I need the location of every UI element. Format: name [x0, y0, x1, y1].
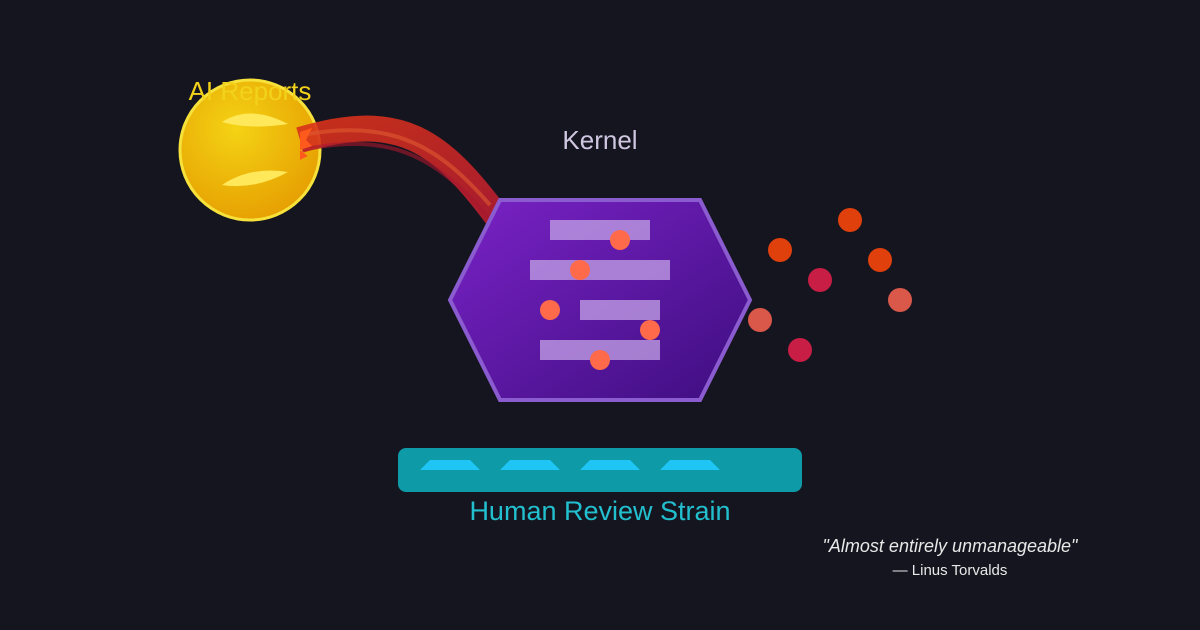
- bug-dot: [838, 208, 862, 232]
- kernel-node: [447, 198, 753, 402]
- review-slot: [580, 460, 640, 470]
- code-line: [530, 260, 670, 280]
- kernel-label: Kernel: [562, 125, 637, 155]
- bug-dot: [610, 230, 630, 250]
- code-line: [580, 300, 660, 320]
- bug-dot: [640, 320, 660, 340]
- quote-text: "Almost entirely unmanageable": [823, 536, 1080, 556]
- review-slot: [660, 460, 720, 470]
- human-review-label: Human Review Strain: [469, 496, 730, 526]
- sun-highlight-top: [222, 113, 288, 127]
- bug-dot: [808, 268, 832, 292]
- bug-dot: [540, 300, 560, 320]
- bug-dot: [888, 288, 912, 312]
- review-slot: [420, 460, 480, 470]
- review-bar: [398, 448, 802, 492]
- bug-dot: [768, 238, 792, 262]
- report-stream: [296, 115, 509, 226]
- review-slot: [500, 460, 560, 470]
- sun-icon: [178, 78, 322, 222]
- sun-highlight-bottom: [222, 170, 288, 187]
- code-line: [550, 220, 650, 240]
- bug-dot: [868, 248, 892, 272]
- quote-attribution: — Linus Torvalds: [893, 562, 1008, 579]
- bug-dot: [570, 260, 590, 280]
- ai-reports-label: AI Reports: [189, 76, 312, 106]
- bug-dot: [590, 350, 610, 370]
- ai-reports-node: [178, 78, 322, 222]
- stream-head: [300, 128, 312, 160]
- bug-dot: [788, 338, 812, 362]
- bug-dot: [748, 308, 772, 332]
- overflow-dots: [748, 208, 912, 362]
